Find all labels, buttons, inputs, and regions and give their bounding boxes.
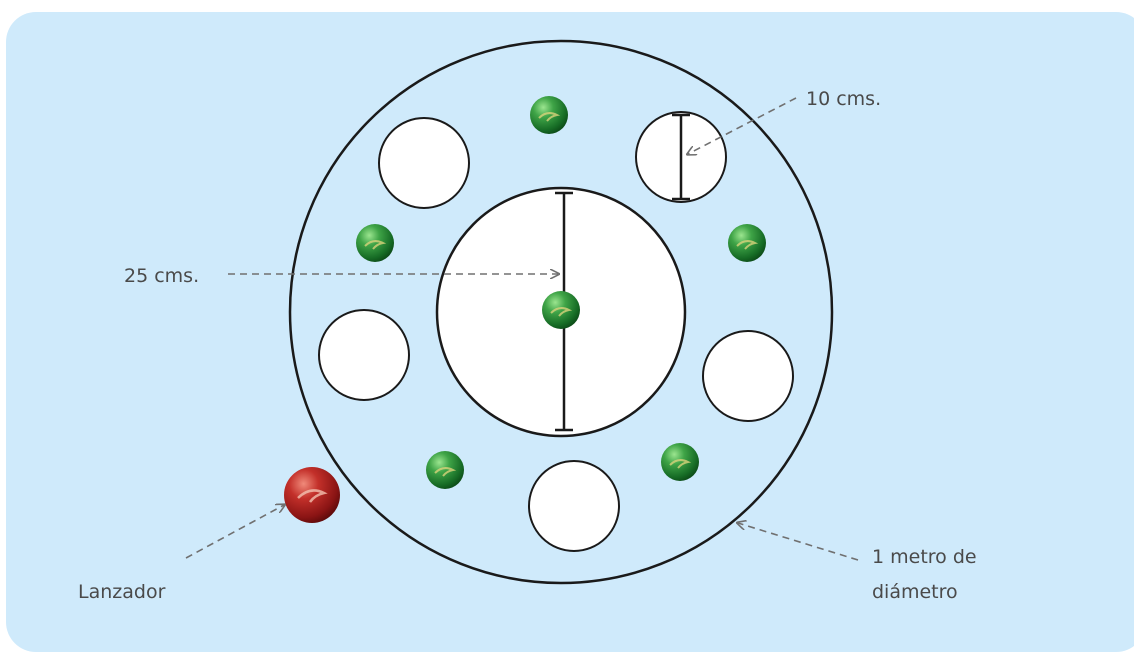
small-hole [378,117,470,209]
outer-ring [288,39,834,585]
arrow-launcher [185,505,284,559]
outer-diameter-label-line2: diámetro [872,581,958,603]
arrow-outer-diameter [738,523,859,561]
green-marble-icon [530,96,568,134]
launcher-label: Lanzador [78,581,166,603]
center-diameter-label: 25 cms. [124,265,199,287]
pointer-arrows [185,97,859,561]
green-marble-icon [728,224,766,262]
green-marble-icon [542,291,580,329]
small-holes [318,111,794,552]
arrow-small-diameter [688,97,797,154]
green-marble-icon [356,224,394,262]
small-hole-dimension [672,113,690,201]
small-hole [528,460,620,552]
target-marbles [356,96,766,489]
outer-diameter-label-line1: 1 metro de [872,546,977,568]
small-diameter-label: 10 cms. [806,88,881,110]
small-hole [702,330,794,422]
green-marble-icon [661,443,699,481]
red-marble-icon [284,467,340,523]
green-marble-icon [426,451,464,489]
small-hole [318,309,410,401]
